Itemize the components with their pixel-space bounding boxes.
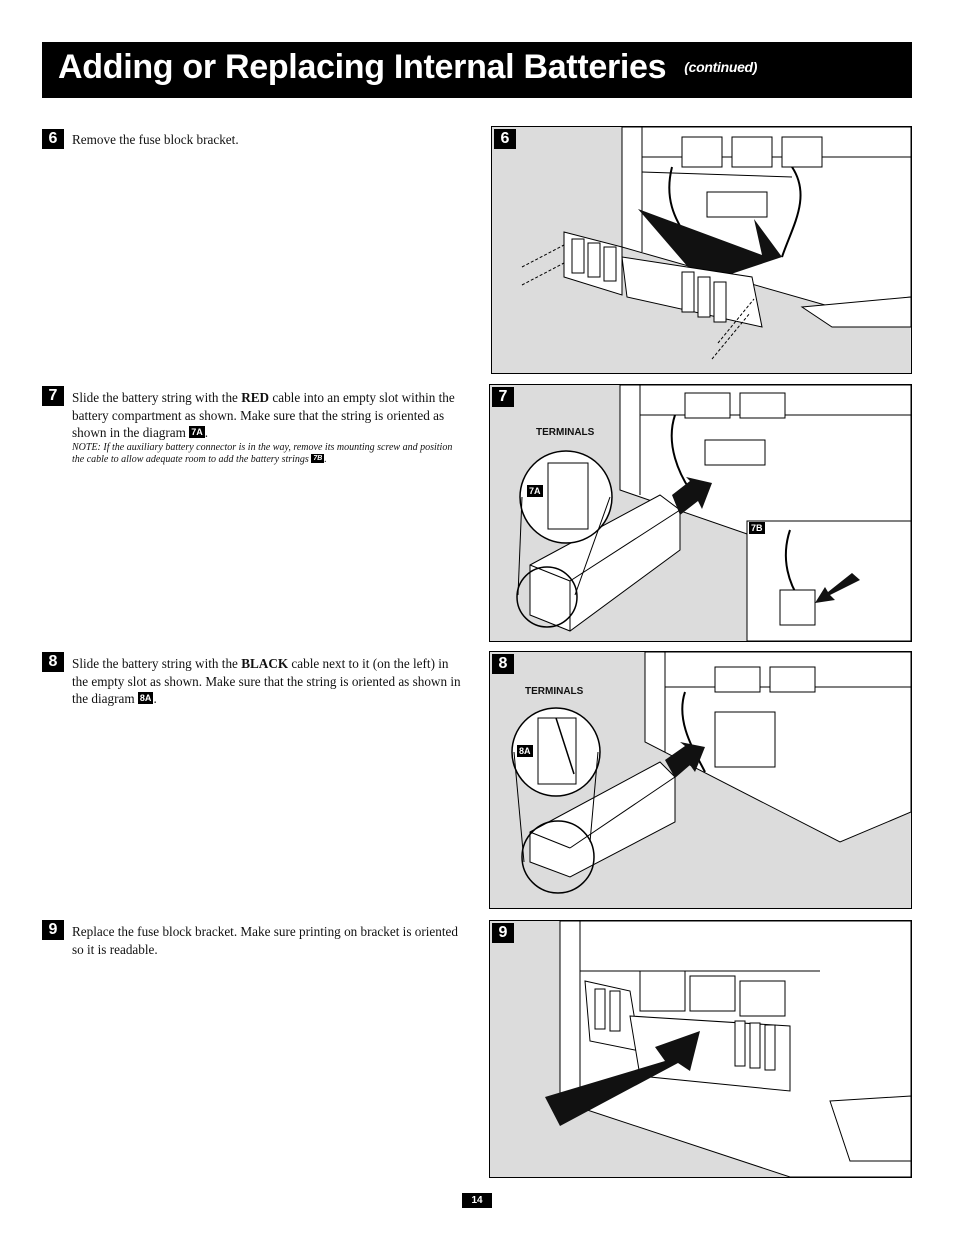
title-text: Adding or Replacing Internal Batteries (58, 48, 667, 86)
figure-8a-tag: 8A (517, 745, 533, 757)
step-8-text: Slide the battery string with the BLACK … (72, 655, 466, 708)
step-6-number: 6 (42, 129, 64, 149)
figure-7-illustration (490, 385, 911, 641)
figure-8-number: 8 (492, 654, 514, 674)
figure-9-illustration (490, 921, 911, 1177)
step-6-text: Remove the fuse block bracket. (72, 132, 239, 147)
step-7-emphasis: RED (241, 390, 270, 405)
figure-7b-tag: 7B (749, 522, 765, 534)
step-7-text: Slide the battery string with the RED ca… (72, 389, 466, 466)
page-title: Adding or Replacing Internal Batteries (c… (58, 48, 757, 87)
figure-6-illustration (492, 127, 911, 373)
step-7-note-tag: 7B (311, 453, 325, 463)
figure-8-illustration (490, 652, 911, 908)
figure-7: 7 TERMINALS 7A 7B (489, 384, 912, 642)
step-8-text-before: Slide the battery string with the (72, 656, 242, 671)
figure-8: 8 TERMINALS 8A (489, 651, 912, 909)
figure-7a-tag: 7A (527, 485, 543, 497)
step-8-number: 8 (42, 652, 64, 672)
page-header: Adding or Replacing Internal Batteries (c… (42, 42, 912, 98)
step-7-note-end: . (324, 453, 327, 465)
figure-7-terminals-label: TERMINALS (536, 427, 595, 438)
step-8-end: . (153, 691, 157, 706)
title-continued: (continued) (684, 59, 758, 75)
step-7-text-after: cable into an empty slot within the batt… (72, 390, 455, 440)
step-9-number: 9 (42, 920, 64, 940)
step-8-text-after: cable next to it (on the left) in the em… (72, 656, 461, 706)
step-7-number: 7 (42, 386, 64, 406)
step-9-text: Replace the fuse block bracket. Make sur… (72, 924, 458, 957)
step-7-end: . (204, 425, 209, 440)
figure-9-number: 9 (492, 923, 514, 943)
step-7-note-text: NOTE: If the auxiliary battery connector… (72, 441, 453, 465)
figure-8-terminals-label: TERMINALS (525, 686, 584, 697)
step-7-note: NOTE: If the auxiliary battery connector… (72, 442, 466, 466)
step-8-diagram-tag: 8A (137, 692, 154, 704)
figure-6: 6 (491, 126, 912, 374)
step-7-text-before: Slide the battery string with the (72, 390, 242, 405)
figure-7-number: 7 (492, 387, 514, 407)
figure-9: 9 (489, 920, 912, 1178)
figure-6-number: 6 (494, 129, 516, 149)
step-7-diagram-tag: 7A (189, 426, 205, 438)
page-number: 14 (462, 1193, 492, 1208)
step-8-emphasis: BLACK (241, 656, 289, 671)
